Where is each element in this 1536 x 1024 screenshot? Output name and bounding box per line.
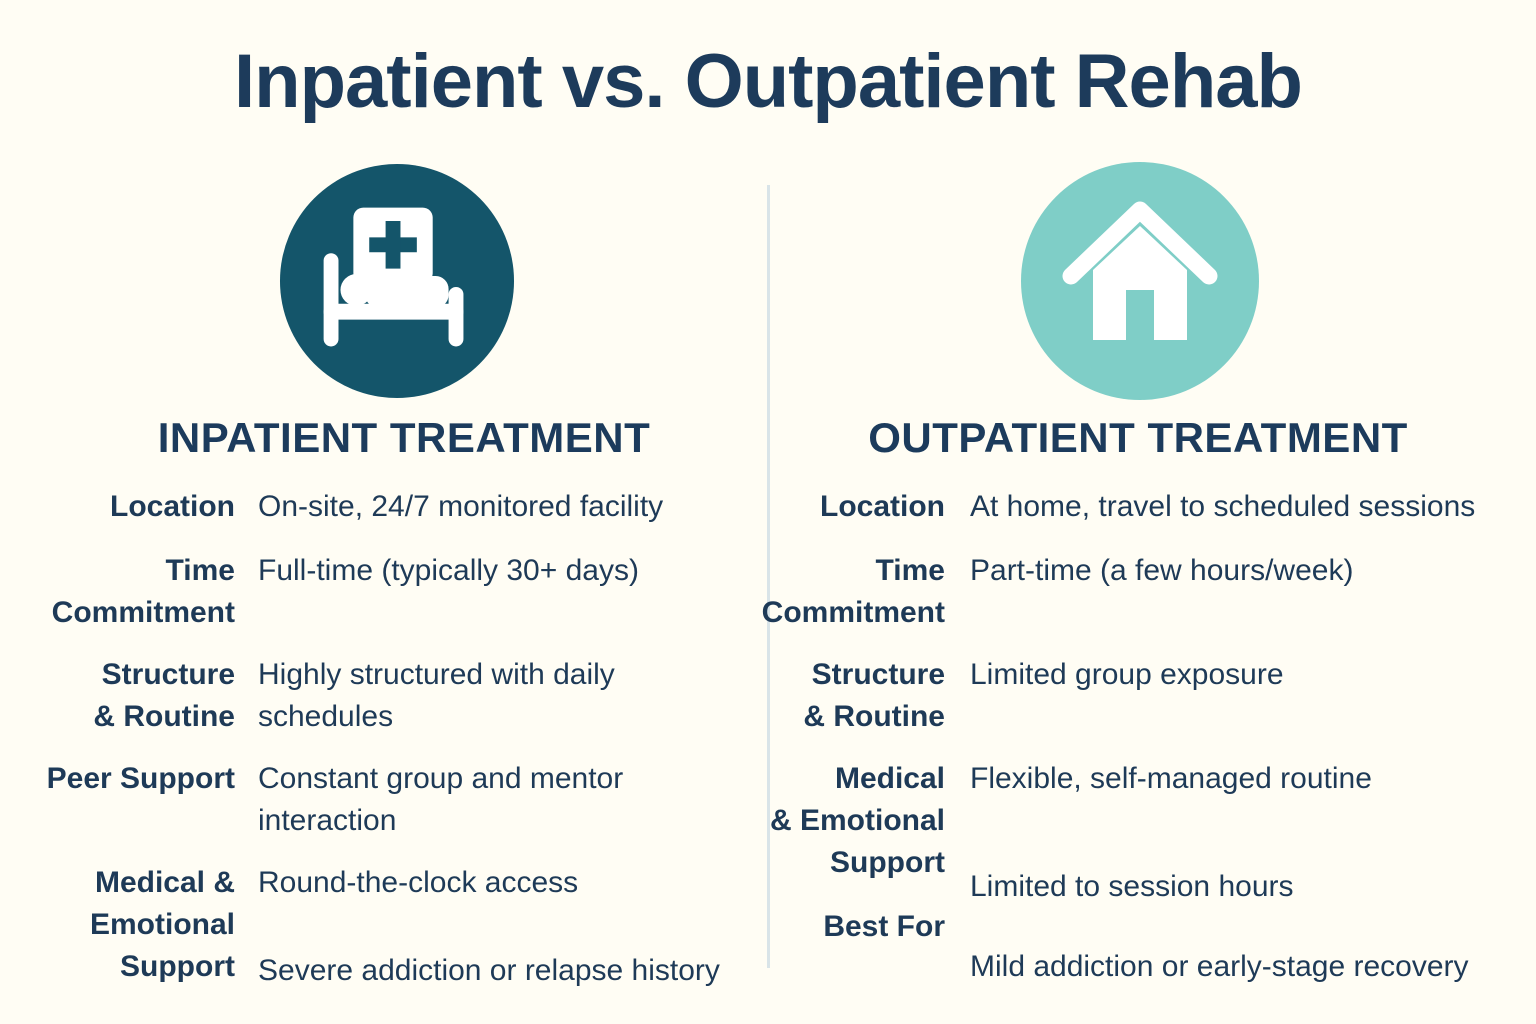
row-value: Highly structured with daily schedules [258,658,615,733]
outpatient-column: OUTPATIENT TREATMENT Location At home, t… [740,0,1536,1024]
outpatient-heading: OUTPATIENT TREATMENT [868,414,1408,461]
row-value: Limited group exposure [970,658,1284,691]
column-divider [767,185,770,968]
row-label: Location [820,490,945,523]
row-value: On-site, 24/7 monitored facility [258,490,664,523]
row-label: Medical & Emotional Support [769,762,945,879]
row-value: Flexible, self-managed routine Limited t… [970,762,1372,903]
hospital-bed-icon [278,162,516,400]
row-label: Structure & Routine [803,658,945,733]
row-label: Location [110,490,235,523]
row-value: Part-time (a few hours/week) [970,554,1354,587]
inpatient-column: INPATIENT TREATMENT Location On-site, 24… [0,162,768,992]
row-time-commitment: Time Commitment Part-time (a few hours/w… [740,550,1536,634]
row-best-for: Best For Mild addiction or early-stage r… [740,906,1536,988]
page-title: Inpatient vs. Outpatient Rehab [234,39,1303,124]
row-medical-emotional-support: Medical & Emotional Support Flexible, se… [740,758,1536,908]
house-icon [1019,160,1261,402]
inpatient-heading: INPATIENT TREATMENT [157,414,651,461]
row-label: Best For [823,910,945,943]
row-location: Location At home, travel to scheduled se… [740,486,1536,528]
row-time-commitment: Time Commitment Full-time (typically 30+… [0,550,768,634]
row-peer-support: Peer Support Constant group and mentor i… [0,758,768,842]
row-label: Structure & Routine [93,658,235,733]
row-value: Round-the-clock access Severe addiction … [258,866,720,987]
row-structure-routine: Structure & Routine Limited group exposu… [740,654,1536,738]
row-label: Time Commitment [51,554,235,629]
row-label: Medical & Emotional Support [89,866,235,983]
row-value: Constant group and mentor interaction [258,762,624,837]
row-label: Time Commitment [761,554,945,629]
row-value: At home, travel to scheduled sessions [970,490,1476,523]
row-label: Peer Support [46,762,235,795]
row-value: Mild addiction or early-stage recovery [970,950,1469,983]
row-structure-routine: Structure & Routine Highly structured wi… [0,654,768,738]
row-value: Full-time (typically 30+ days) [258,554,639,587]
row-medical-emotional-support: Medical & Emotional Support Round-the-cl… [0,862,768,992]
row-location: Location On-site, 24/7 monitored facilit… [0,486,768,528]
